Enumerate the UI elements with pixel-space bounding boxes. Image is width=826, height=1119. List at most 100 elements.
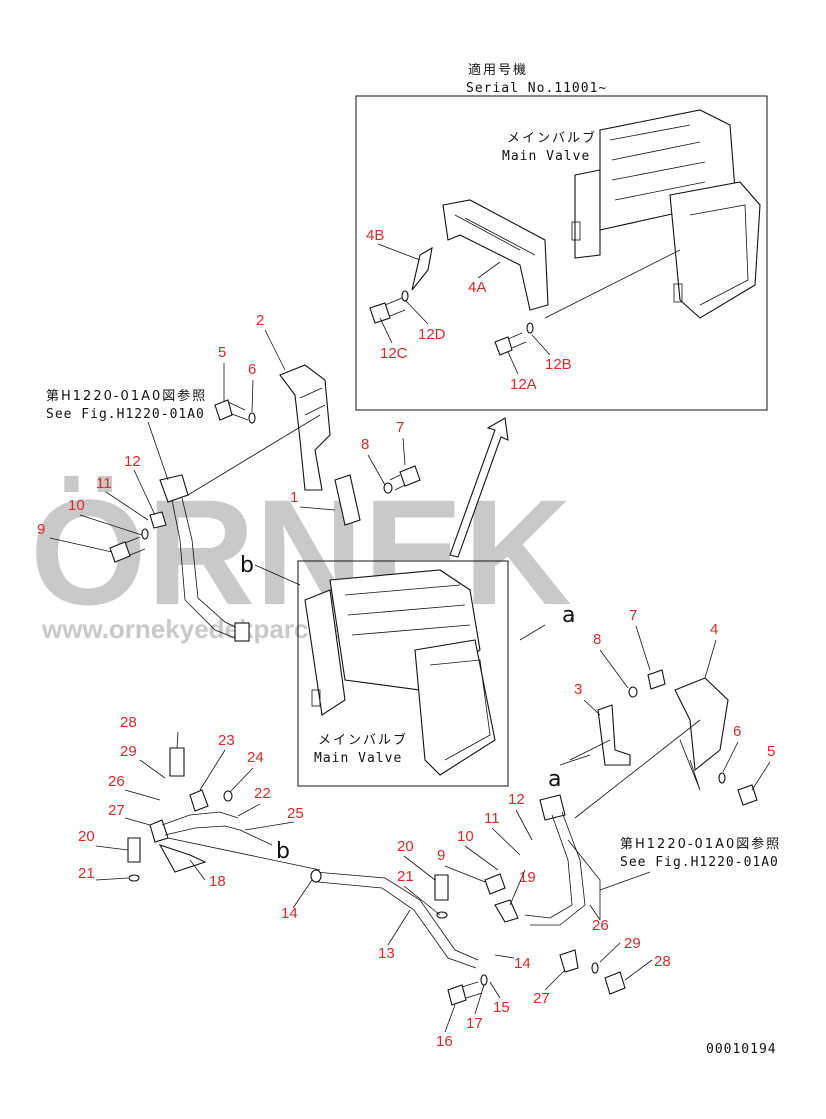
callout-12-right: 12: [508, 791, 525, 808]
bolt-28-lower-left: [169, 747, 185, 777]
callout-6-right: 6: [733, 723, 741, 740]
serial-jp: 適用号機: [468, 62, 528, 78]
arrow-a-right: [519, 624, 546, 641]
upper-main-valve: [544, 109, 761, 319]
bolt-28-right: [559, 949, 626, 995]
callout-12C: 12C: [380, 345, 408, 362]
callout-26-left: 26: [108, 773, 125, 790]
callout-23: 23: [218, 732, 235, 749]
callout-8-top: 8: [361, 436, 369, 453]
callout-4-right: 4: [710, 621, 718, 638]
callout-21-right: 21: [397, 868, 414, 885]
view-letter-a-right: a: [562, 603, 575, 628]
upper-valve-jp: メインバルブ: [507, 130, 597, 146]
bolt-7-right: [628, 669, 666, 698]
callout-12-left: 12: [124, 453, 141, 470]
view-letter-b-left: b: [240, 553, 254, 578]
callout-29-left: 29: [120, 743, 137, 760]
view-letter-b-lower: b: [276, 839, 290, 864]
lower-main-valve: [304, 569, 496, 776]
bolt-5-left: [214, 399, 256, 424]
upper-bracket-4A: [411, 199, 549, 311]
left-lever-pipe: [159, 414, 321, 642]
callout-5-left: 5: [218, 344, 226, 361]
right-lever-pipe: [524, 719, 701, 926]
arrow-b-left: [254, 564, 301, 586]
bracket-part-2: [279, 364, 331, 491]
upper-bolts: [369, 290, 534, 356]
callout-9-left: 9: [37, 521, 45, 538]
bracket-part-1: [334, 474, 361, 526]
callout-19: 19: [519, 869, 536, 886]
callout-20-right: 20: [397, 838, 414, 855]
drawing-number: 00010194: [706, 1042, 777, 1057]
callout-12B: 12B: [545, 356, 572, 373]
callout-17: 17: [466, 1015, 483, 1032]
bolt-20-left: [127, 837, 141, 882]
callout-25: 25: [287, 805, 304, 822]
callout-28-left: 28: [120, 714, 137, 731]
bolt-5-right: [718, 772, 758, 806]
callout-13: 13: [378, 945, 395, 962]
see-fig-left-jp: 第H1220-01A0図参照: [46, 388, 207, 404]
callout-14-left: 14: [281, 905, 298, 922]
see-fig-right-en: See Fig.H1220-01A0: [620, 855, 779, 870]
see-fig-left-leader: [147, 421, 169, 481]
arrow-b-lower: [239, 829, 273, 846]
callout-18: 18: [209, 873, 226, 890]
callout-22: 22: [254, 785, 271, 802]
lower-inset-frame: [297, 560, 509, 787]
callout-16: 16: [436, 1033, 453, 1050]
direction-arrow: [449, 417, 509, 558]
see-fig-left-en: See Fig.H1220-01A0: [46, 407, 205, 422]
bracket-part-3: [569, 704, 631, 766]
callout-12D: 12D: [418, 326, 446, 343]
bolt-23: [189, 789, 233, 812]
arrow-a-lower: [559, 754, 591, 766]
callout-1: 1: [290, 489, 298, 506]
callout-11-left: 11: [96, 475, 112, 492]
callout-20-left: 20: [78, 828, 95, 845]
callout-12A: 12A: [510, 376, 537, 393]
callout-7-top: 7: [396, 419, 404, 436]
callout-27-right: 27: [533, 990, 550, 1007]
callout-11-right: 11: [484, 810, 500, 827]
lower-valve-en: Main Valve: [314, 751, 402, 766]
lower-valve-jp: メインバルブ: [318, 732, 408, 748]
callouts: 4B 4A 12D 12C 12A 12B 2 5 6 7 8 1 12 11 …: [37, 227, 775, 1050]
callout-14-right: 14: [514, 955, 531, 972]
callout-21-left: 21: [78, 865, 95, 882]
see-fig-right-jp: 第H1220-01A0図参照: [620, 836, 781, 852]
bolt-9-right: [484, 873, 519, 923]
callout-3: 3: [574, 681, 582, 698]
callout-29-right: 29: [624, 935, 641, 952]
watermark: ÖRNEK www.ornekyedekparcalari.com.tr: [30, 468, 572, 644]
bolt-20-right: [434, 874, 449, 919]
leader-lines: [49, 243, 771, 1033]
callout-2: 2: [256, 312, 264, 329]
callout-15: 15: [493, 999, 510, 1016]
upper-inset-frame: [355, 95, 768, 411]
bolt-7-top: [383, 465, 421, 494]
callout-27-left: 27: [108, 802, 125, 819]
bolt-16: [447, 974, 488, 1006]
bracket-part-4: [674, 677, 729, 791]
callout-28-right: 28: [654, 953, 671, 970]
callout-8-right: 8: [593, 631, 601, 648]
callout-7-right: 7: [629, 607, 637, 624]
callout-6-left: 6: [248, 361, 256, 378]
view-letter-a-lower: a: [548, 767, 561, 792]
upper-valve-en: Main Valve: [502, 149, 590, 164]
callout-4B: 4B: [366, 227, 384, 244]
callout-4A: 4A: [468, 279, 486, 296]
callout-10-left: 10: [68, 497, 85, 514]
rod-part-13: [310, 869, 479, 969]
callout-10-right: 10: [457, 828, 474, 845]
see-fig-right-leader: [599, 871, 651, 891]
callout-24: 24: [247, 749, 264, 766]
serial-en: Serial No.11001~: [466, 81, 607, 96]
callout-9-right: 9: [437, 847, 445, 864]
callout-5-right: 5: [767, 743, 775, 760]
bolt-9-left: [109, 511, 167, 563]
